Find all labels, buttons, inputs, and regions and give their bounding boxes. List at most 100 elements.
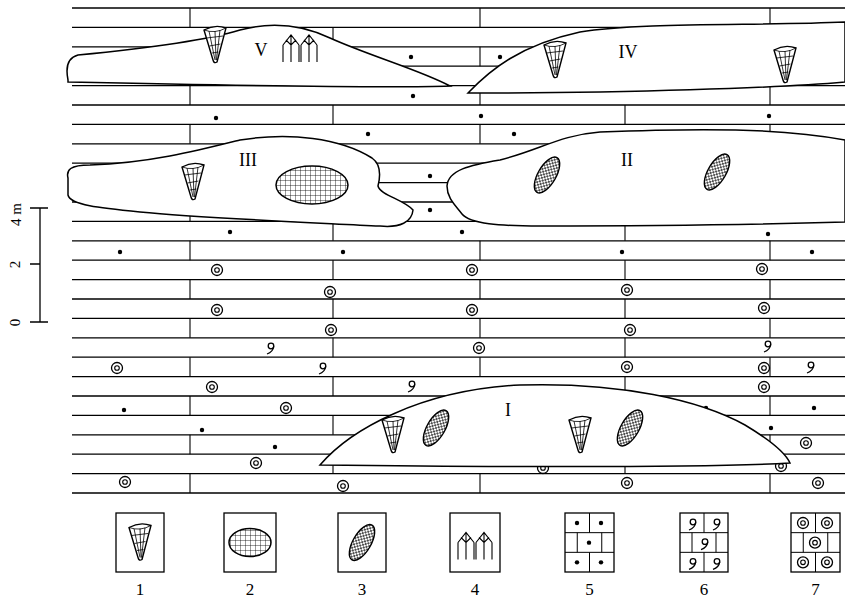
bioclast-symbol xyxy=(689,519,696,530)
bed-joint xyxy=(479,8,480,27)
legend-sample-frame xyxy=(338,513,386,572)
ooid-symbol xyxy=(759,303,770,314)
cone-outline xyxy=(544,41,566,77)
reef-number: II xyxy=(619,151,635,169)
branching-fossil xyxy=(458,533,492,560)
ooid-inner xyxy=(801,521,806,526)
bed-joint xyxy=(769,280,770,299)
cone-hatch xyxy=(544,43,566,75)
bioclast-symbol xyxy=(764,341,771,352)
bedding-line xyxy=(72,357,845,358)
limestone-dot xyxy=(122,408,126,412)
reef-number: IV xyxy=(617,43,640,61)
bioclast-tail xyxy=(807,366,814,374)
ooid-outer xyxy=(325,287,336,298)
legend-number: 2 xyxy=(246,581,255,598)
ooid-inner xyxy=(804,441,809,446)
bed-joint xyxy=(189,124,190,143)
leaf-fossil xyxy=(418,406,454,450)
bioclast-symbol xyxy=(267,343,274,354)
bioclast-tail xyxy=(713,523,720,531)
bed-joint xyxy=(332,338,333,357)
bed-joint xyxy=(189,280,190,299)
bed-joint xyxy=(769,86,770,105)
bed-joint xyxy=(479,474,480,493)
limestone-dot xyxy=(366,132,370,136)
bedding-line xyxy=(72,376,845,377)
limestone-dot xyxy=(766,232,770,236)
ooid-inner xyxy=(816,481,821,486)
ooid-inner xyxy=(328,290,333,295)
leaf-fossil xyxy=(344,521,380,565)
ooid-symbol xyxy=(338,481,349,492)
ooid-outer xyxy=(759,382,770,393)
limestone-dot xyxy=(498,55,502,59)
ooid-outer xyxy=(212,265,223,276)
ooid-symbol xyxy=(212,305,223,316)
bed-joint xyxy=(189,318,190,337)
ooid-outer xyxy=(622,478,633,489)
bed-joint xyxy=(189,86,190,105)
ooid-outer xyxy=(120,477,131,488)
bed-joint xyxy=(624,260,625,279)
reef-lens: I xyxy=(316,380,796,472)
ooid-inner xyxy=(760,267,765,272)
bedding-line xyxy=(72,473,845,474)
cone-outline xyxy=(129,524,151,560)
legend-sample-frame xyxy=(791,513,840,572)
reef-lens-outline xyxy=(316,380,796,472)
reef-number: III xyxy=(237,151,259,169)
reef-number: I xyxy=(503,401,513,419)
bed-joint xyxy=(479,47,480,66)
leaf-fossil xyxy=(612,406,648,450)
cone-hatch xyxy=(129,526,151,558)
ooid-symbol xyxy=(801,438,812,449)
ooid-outer xyxy=(757,264,768,275)
bed-joint xyxy=(769,318,770,337)
ooid-outer xyxy=(625,325,636,336)
bedding-line xyxy=(72,492,845,493)
ooid-outer xyxy=(474,343,485,354)
legend-number: 6 xyxy=(700,581,709,598)
limestone-dot xyxy=(411,94,415,98)
bed-joint xyxy=(479,357,480,376)
bed-joint xyxy=(332,415,333,434)
ooid-symbol xyxy=(625,325,636,336)
reef-lens: IV xyxy=(464,18,845,98)
ooid-inner xyxy=(813,540,818,545)
leaf-fossil xyxy=(699,150,735,194)
ooid-outer xyxy=(467,305,478,316)
ooid-inner xyxy=(329,328,334,333)
ooid-symbol xyxy=(212,265,223,276)
legend-number: 7 xyxy=(811,581,820,598)
ooid-inner xyxy=(762,306,767,311)
bed-joint xyxy=(189,474,190,493)
ooid-symbol xyxy=(622,362,633,373)
lens-boundary xyxy=(447,130,845,226)
ooid-inner xyxy=(254,461,259,466)
cone-fossil xyxy=(569,416,591,452)
ooid-outer xyxy=(212,305,223,316)
ooid-outer xyxy=(810,537,821,548)
cone-fossil xyxy=(129,524,151,560)
ooid-outer xyxy=(822,518,833,529)
cone-hatch xyxy=(204,28,226,60)
bed-joint xyxy=(769,396,770,415)
ooid-inner xyxy=(215,308,220,313)
ooid-outer xyxy=(622,362,633,373)
ooid-symbol xyxy=(120,477,131,488)
bioclast-tail xyxy=(713,562,720,570)
ooid-symbol xyxy=(467,265,478,276)
bioclast-symbol xyxy=(408,381,415,392)
bed-joint xyxy=(189,435,190,454)
ooid-symbol xyxy=(757,264,768,275)
cone-hatch xyxy=(182,165,204,197)
ooid-inner xyxy=(341,484,346,489)
cone-outline xyxy=(182,163,204,199)
ooid-inner xyxy=(210,385,215,390)
ooid-outer xyxy=(281,403,292,414)
limestone-dot xyxy=(200,428,204,432)
bed-joint xyxy=(769,474,770,493)
bioclast-symbol xyxy=(701,539,708,550)
ooid-symbol xyxy=(759,382,770,393)
